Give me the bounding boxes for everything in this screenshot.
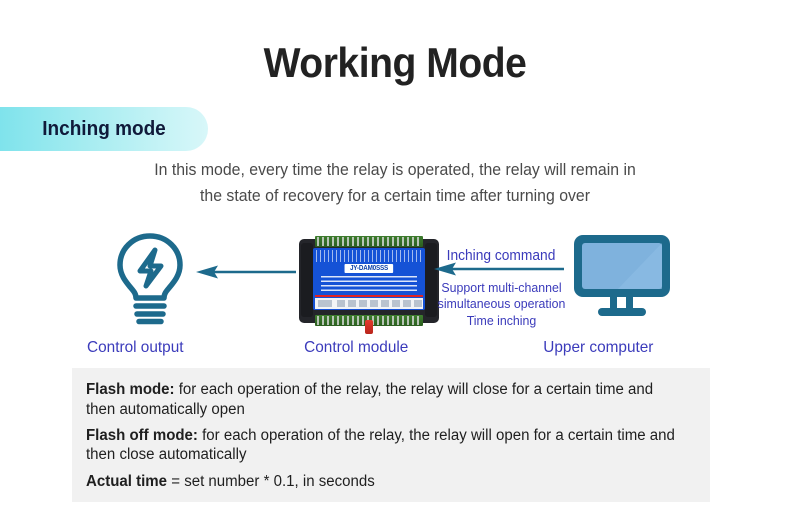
mode-badge: Inching mode	[0, 107, 208, 151]
mode-details-box: Flash mode: for each operation of the re…	[72, 368, 710, 502]
caption-control-module: Control module	[304, 339, 409, 356]
flash-off-mode-row: Flash off mode: for each operation of th…	[86, 426, 678, 466]
module-indicator-part	[365, 320, 373, 334]
description-line-1: In this mode, every time the relay is op…	[154, 161, 636, 179]
actual-time-row: Actual time = set number * 0.1, in secon…	[86, 472, 678, 492]
module-mount-ear-right	[425, 243, 437, 317]
pcb-footer-table	[315, 298, 423, 309]
arrow-left-icon-control-output	[196, 265, 296, 279]
actual-time-title: Actual time	[86, 473, 168, 491]
description-line-2: the state of recovery for a certain time…	[199, 186, 591, 205]
pcb-spec-text	[321, 276, 417, 294]
flash-mode-row: Flash mode: for each operation of the re…	[86, 380, 678, 420]
flash-mode-text: for each operation of the relay, the rel…	[86, 381, 654, 418]
terminal-block-top	[315, 236, 423, 247]
module-model-label: JY-DAM0SSS	[344, 264, 394, 273]
module-pcb: JY-DAM0SSS	[313, 248, 425, 310]
arrow-left-icon-inching-command	[434, 262, 564, 276]
mode-badge-label: Inching mode	[42, 117, 166, 140]
pcb-header-pins	[316, 250, 422, 262]
caption-upper-computer: Upper computer	[543, 339, 654, 356]
flash-mode-title: Flash mode:	[86, 381, 175, 398]
module-mount-ear-left	[301, 243, 313, 317]
pcb-red-stripe	[315, 295, 423, 297]
control-module-device: JY-DAM0SSS	[299, 236, 439, 334]
command-note-1: Support multi-channel	[441, 280, 562, 295]
monitor-icon	[570, 231, 674, 321]
inching-command-label: Inching command	[446, 248, 556, 264]
mode-description: In this mode, every time the relay is op…	[107, 158, 683, 209]
command-notes: Support multi-channel simultaneous opera…	[428, 280, 575, 329]
lightbulb-lightning-icon	[108, 228, 192, 328]
flash-off-mode-title: Flash off mode:	[86, 426, 198, 444]
command-note-3: Time inching	[466, 312, 537, 328]
page-title: Working Mode	[263, 39, 527, 86]
caption-control-output: Control output	[87, 339, 184, 356]
command-note-2: simultaneous operation	[437, 296, 566, 312]
actual-time-text: = set number * 0.1, in seconds	[167, 473, 375, 491]
flash-off-mode-text: for each operation of the relay, the rel…	[86, 426, 675, 464]
